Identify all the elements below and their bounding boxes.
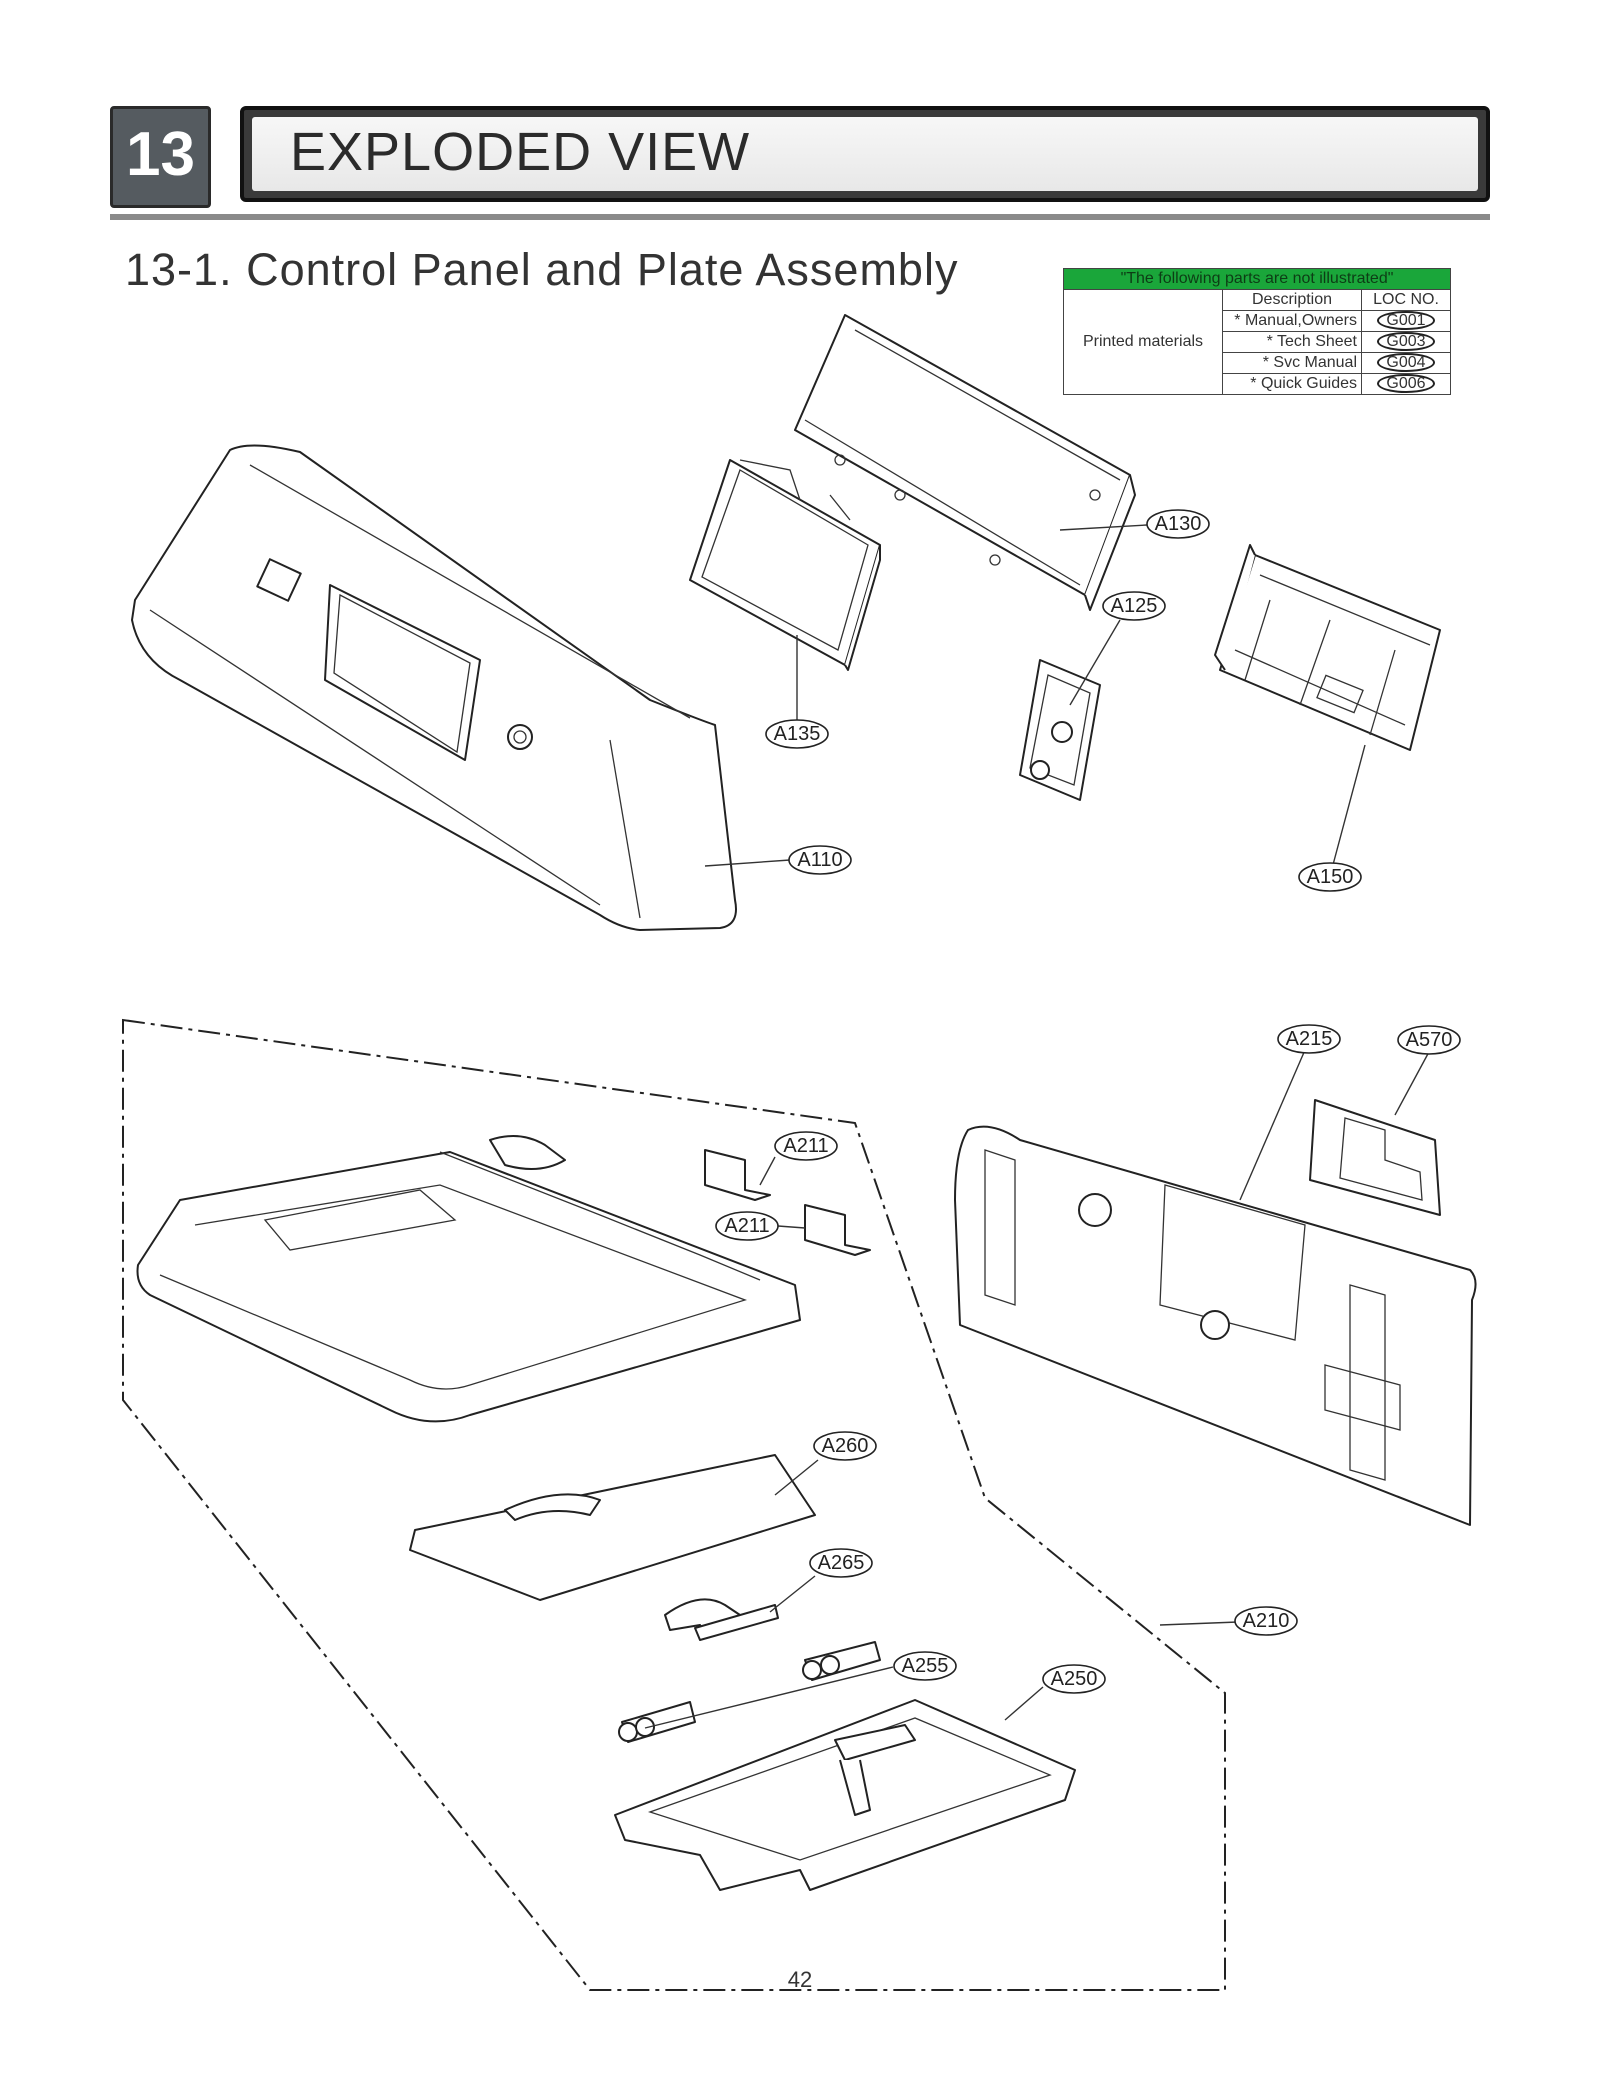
header-description: Description <box>1222 289 1362 311</box>
control-panel-housing <box>131 444 737 931</box>
row-loc: G006 <box>1377 374 1435 393</box>
svg-text:A215: A215 <box>1286 1028 1333 1050</box>
printed-materials-label: Printed materials <box>1063 289 1223 395</box>
row-loc: G003 <box>1377 332 1435 351</box>
table-row: * Quick Guides G006 <box>1064 373 1451 395</box>
svg-text:A255: A255 <box>902 1655 949 1677</box>
svg-text:A570: A570 <box>1406 1029 1453 1051</box>
callout-a255: A255 <box>893 1651 957 1681</box>
svg-text:A211: A211 <box>783 1135 828 1157</box>
section-title: EXPLODED VIEW <box>290 122 751 182</box>
callout-a570: A570 <box>1397 1025 1461 1055</box>
lid-panel <box>409 1454 816 1601</box>
main-pcb-assembly <box>794 314 1136 611</box>
leader-lines <box>644 524 1431 1729</box>
svg-text:A260: A260 <box>822 1435 869 1457</box>
svg-text:A210: A210 <box>1243 1610 1290 1632</box>
svg-text:A135: A135 <box>774 723 821 745</box>
hinge-pin-left <box>618 1701 696 1743</box>
encoder-bracket <box>1019 659 1101 801</box>
callout-a211-top: A211 <box>774 1131 838 1161</box>
page-subtitle: 13-1. Control Panel and Plate Assembly <box>125 244 959 295</box>
callout-a250: A250 <box>1042 1664 1106 1694</box>
dispenser-housing <box>1214 544 1441 751</box>
hinge-bracket-bottom <box>804 1204 871 1256</box>
callout-a150: A150 <box>1298 862 1362 892</box>
service-cover <box>1309 1099 1441 1216</box>
back-plate <box>954 1125 1477 1526</box>
callout-a265: A265 <box>809 1548 873 1578</box>
display-module <box>689 459 881 671</box>
page-number: 42 <box>787 1967 813 1992</box>
callout-a135: A135 <box>765 719 829 749</box>
svg-text:A150: A150 <box>1307 866 1354 888</box>
callout-a125: A125 <box>1102 591 1166 621</box>
callout-a130: A130 <box>1146 509 1210 539</box>
row-description: * Quick Guides <box>1222 373 1362 395</box>
svg-text:A125: A125 <box>1111 595 1158 617</box>
hinge-pin-right <box>802 1641 881 1681</box>
table-row: * Svc Manual G004 <box>1064 352 1451 374</box>
row-loc: G004 <box>1377 353 1435 372</box>
callout-a110: A110 <box>788 845 852 875</box>
svg-text:A110: A110 <box>797 849 842 871</box>
table-row: * Manual,Owners G001 <box>1064 310 1451 332</box>
top-plate <box>136 1135 801 1423</box>
callout-a215: A215 <box>1277 1024 1341 1054</box>
section-divider <box>110 214 1490 220</box>
not-illustrated-table: "The following parts are not illustrated… <box>1063 268 1451 395</box>
svg-text:A130: A130 <box>1155 513 1202 535</box>
callout-a260: A260 <box>813 1431 877 1461</box>
row-description: * Tech Sheet <box>1222 331 1362 353</box>
not-illustrated-banner: "The following parts are not illustrated… <box>1063 268 1451 290</box>
lid-frame <box>614 1699 1076 1891</box>
section-number-badge: 13 <box>110 106 211 208</box>
row-description: * Manual,Owners <box>1222 310 1362 332</box>
svg-text:A265: A265 <box>818 1552 865 1574</box>
assembly-boundary <box>122 1018 1226 1991</box>
hinge-bracket-top <box>704 1149 771 1201</box>
row-loc: G001 <box>1377 311 1435 330</box>
svg-text:A211: A211 <box>724 1215 769 1237</box>
callout-a211-bottom: A211 <box>715 1211 779 1241</box>
table-row: * Tech Sheet G003 <box>1064 331 1451 353</box>
section-title-bar: EXPLODED VIEW <box>240 106 1490 202</box>
callout-a210: A210 <box>1234 1606 1298 1636</box>
lid-handle <box>664 1598 779 1641</box>
svg-text:A250: A250 <box>1051 1668 1098 1690</box>
